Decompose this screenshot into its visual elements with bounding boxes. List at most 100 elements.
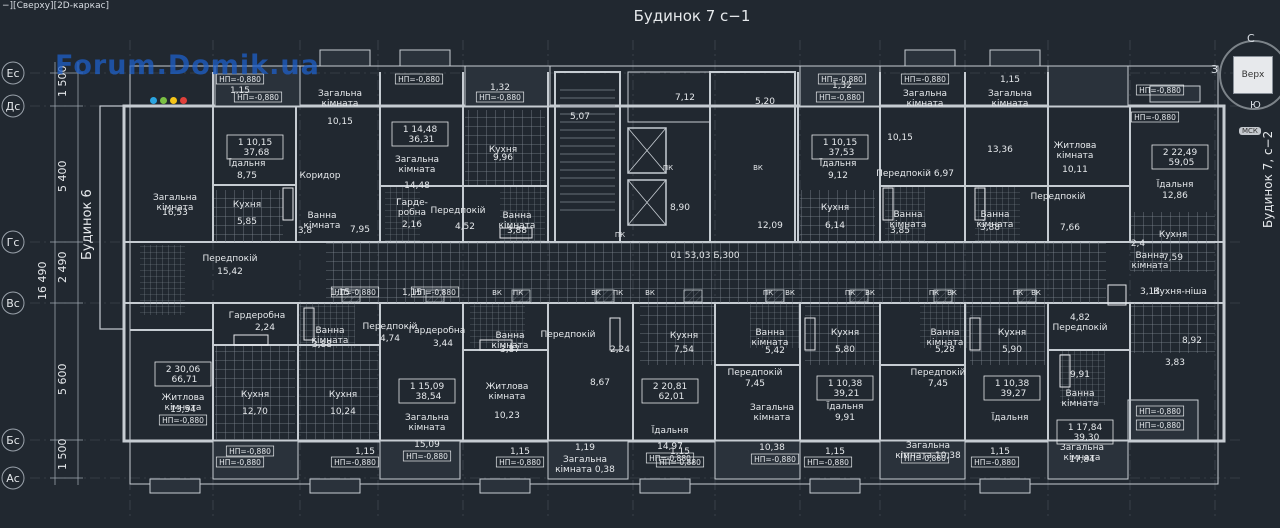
viewcube[interactable]: С З Верх Ю МСК [1205,30,1280,135]
dimension-text: 1 500 [56,66,69,98]
floor-level-tag: НП=-0,880 [1139,86,1181,95]
floor-level-frame [330,286,380,298]
room-label: Їдальня [1157,179,1194,190]
room-label: 7,12 [675,93,695,103]
room-label: 14,48 [404,181,430,191]
room-label: 4,52 [455,222,475,232]
compass-west[interactable]: З [1211,63,1219,76]
room-label: Кухня [241,390,269,400]
room-label: Їдальня [827,401,864,412]
wcs-menu[interactable]: МСК [1239,127,1261,135]
floor-level-tag: НП=-0,880 [499,458,541,467]
room-label: 9,91 [835,413,855,423]
apartment-tag: 1 10,38 39,27 [995,379,1030,399]
floor-level-frame [215,73,265,85]
apartment-tag-frame [398,378,456,404]
compass-north[interactable]: С [1247,32,1255,45]
room-label: 8,75 [237,171,257,181]
corridor-label: 01 53,03 Б,300 [670,251,739,261]
room-label: 1,15 [355,447,375,457]
stair-lift-core [554,71,796,243]
dot-icon [180,97,187,104]
room-label: Передпокій [363,322,418,332]
room-label: 7,66 [1060,223,1080,233]
apartment-tag: 1 10,38 39,21 [828,379,863,399]
watermark-logo: Forum.Domik.ua [55,50,320,81]
room-label: 7,45 [928,379,948,389]
room-label: Їдальня [652,425,689,436]
floor-level-tag: НП=-0,880 [904,75,946,84]
floor-level-tag: НП=-0,880 [334,288,376,297]
room-label: Кухня [329,390,357,400]
room-label: 3,83 [1165,358,1185,368]
axis-label: Вс [6,297,20,310]
room-label: 1,15 [402,288,422,298]
floor-level-tag: НП=-0,880 [479,93,521,102]
floor-level-frame [803,456,853,468]
room-label: 12,70 [242,407,268,417]
room-label: ПК [663,164,673,172]
floor-level-frame [1130,111,1180,123]
floor-level-tag: НП=-0,880 [237,93,279,102]
floor-level-tag: НП=-0,880 [398,75,440,84]
apartment-tag-frame [983,375,1041,401]
room-label: ВК [865,289,875,297]
axis-label: Ас [6,472,20,485]
room-label: 3,44 [433,339,453,349]
room-label: 5,42 [765,346,785,356]
room-label: 1,15 [670,447,690,457]
room-label: 15,42 [217,267,243,277]
room-label: ПК [1013,289,1023,297]
room-label: 13,54 [170,405,196,415]
viewport-label[interactable]: −][Сверху][2D-каркас] [2,1,110,11]
room-label: ВК [785,289,795,297]
apartment-tag-frame [1056,419,1114,445]
room-label: Кухня-ніша [1153,287,1207,297]
apartment-tag-frame [226,134,284,160]
apartment-tag-frame [154,361,212,387]
room-label: 6,14 [825,221,845,231]
compass-ring[interactable] [1219,40,1280,110]
room-label: 5,80 [835,345,855,355]
floor-level-tag: НП=-0,880 [754,455,796,464]
floor-level-frame [900,452,950,464]
apartment-tag-frame [816,375,874,401]
room-label: 1,15 [510,447,530,457]
room-label: 1,15 [1000,75,1020,85]
floor-level-frame [215,456,265,468]
floor-level-frame [402,450,452,462]
room-label: Передпокій 6,97 [876,169,954,179]
room-label: ПК [845,289,855,297]
room-label: 15,09 [414,440,440,450]
watermark-dots [150,89,190,108]
room-label: 3,88 [312,340,332,350]
room-label: Їдальня [229,158,266,169]
room-label: 5,28 [935,345,955,355]
room-label: 12,86 [1162,191,1188,201]
room-label: Кухня [670,331,698,341]
floor-level-frame [330,456,380,468]
room-label: Передпокій [1031,192,1086,202]
axis-label: Бс [6,434,20,447]
floor-level-frame [970,456,1020,468]
room-label: Кухня [998,328,1026,338]
room-label: 16,53 [162,208,188,218]
viewcube-top-face[interactable]: Верх [1233,56,1273,94]
room-label: Кухня [489,145,517,155]
room-label: 10,24 [330,407,356,417]
neighbor-left-label: Будинок 6 [80,189,95,260]
floor-level-frame [645,452,695,464]
room-label: Гарде-робна [396,198,428,218]
floor-level-tag: НП=-0,880 [219,458,261,467]
compass-south[interactable]: Ю [1250,100,1261,111]
tiled-areas [140,110,1215,440]
room-label: 3,88 [507,226,527,236]
